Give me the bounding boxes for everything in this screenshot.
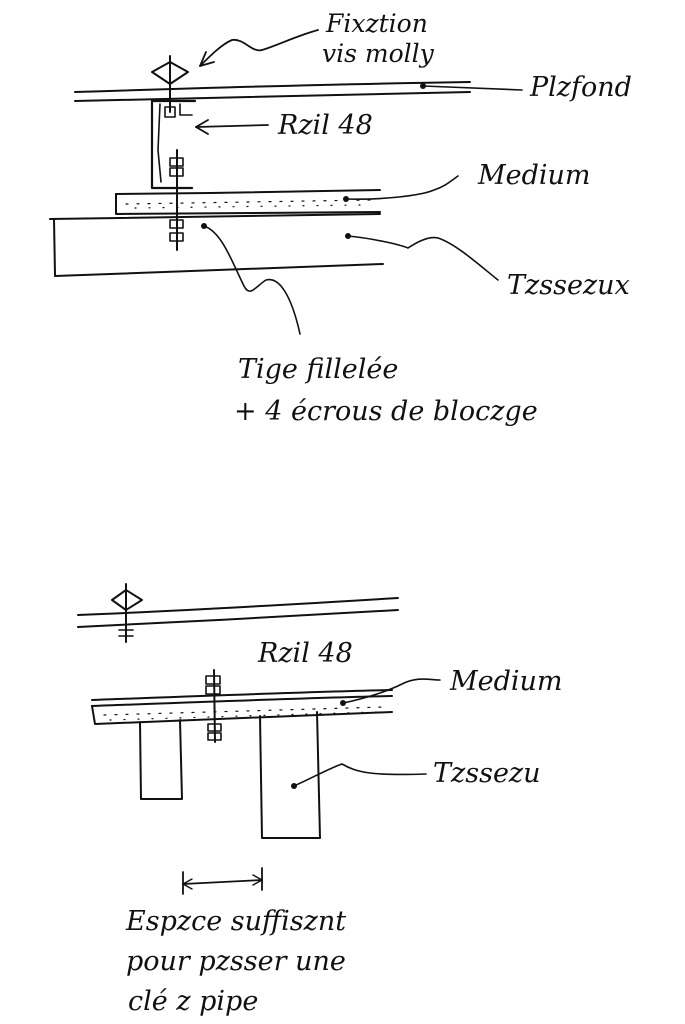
ceiling-lines <box>74 81 471 102</box>
label-espace-line1: Espzce suffisznt <box>125 906 346 937</box>
medium-board <box>115 189 381 215</box>
label-rail-48-bottom: Rzil 48 <box>257 638 353 669</box>
label-espace-line2: pour pzsser une <box>126 946 346 977</box>
molly-screw-icon <box>151 55 189 113</box>
label-plafond: Plzfond <box>529 72 632 103</box>
threaded-rod <box>169 149 184 251</box>
leader-medium <box>343 175 459 202</box>
medium-board-bottom <box>91 689 393 725</box>
top-diagram: Fixztion vis molly Plzfond Rzil 48 Mediu… <box>49 9 632 427</box>
label-fixation: Fixztion <box>325 9 428 38</box>
leader-plafond <box>420 83 523 91</box>
label-tasseaux: Tzssezux <box>507 270 630 301</box>
molly-screw-bottom-icon <box>111 583 143 643</box>
leader-fixation <box>199 29 319 67</box>
leader-tasseaux <box>345 233 499 281</box>
clearance-dimension <box>182 867 263 895</box>
label-tige-filletee: Tige fillelée <box>238 354 398 385</box>
threaded-rod-bottom <box>205 669 222 743</box>
label-ecrous-blocage: + 4 écrous de bloczge <box>234 396 538 427</box>
leader-medium-bottom <box>340 678 441 706</box>
tasseau-left <box>139 719 183 800</box>
label-rail-48: Rzil 48 <box>277 110 373 141</box>
label-espace-line3: clé z pipe <box>128 986 258 1017</box>
rail-48-profile <box>150 99 197 190</box>
label-medium: Medium <box>477 160 591 191</box>
leader-rail <box>195 119 269 135</box>
tasseau-right <box>259 711 321 839</box>
label-tasseau-bottom: Tzssezu <box>433 758 541 789</box>
label-medium-bottom: Medium <box>449 666 563 697</box>
bottom-diagram: Rzil 48 Medium Tzssezu Espzce suffisznt … <box>77 583 563 1017</box>
leader-tasseau-bottom <box>291 763 427 789</box>
label-vis-molly: vis molly <box>322 39 435 68</box>
tasseaux-beam <box>49 213 384 277</box>
ceiling-lines-bottom <box>77 597 399 628</box>
leader-tige <box>201 223 301 335</box>
